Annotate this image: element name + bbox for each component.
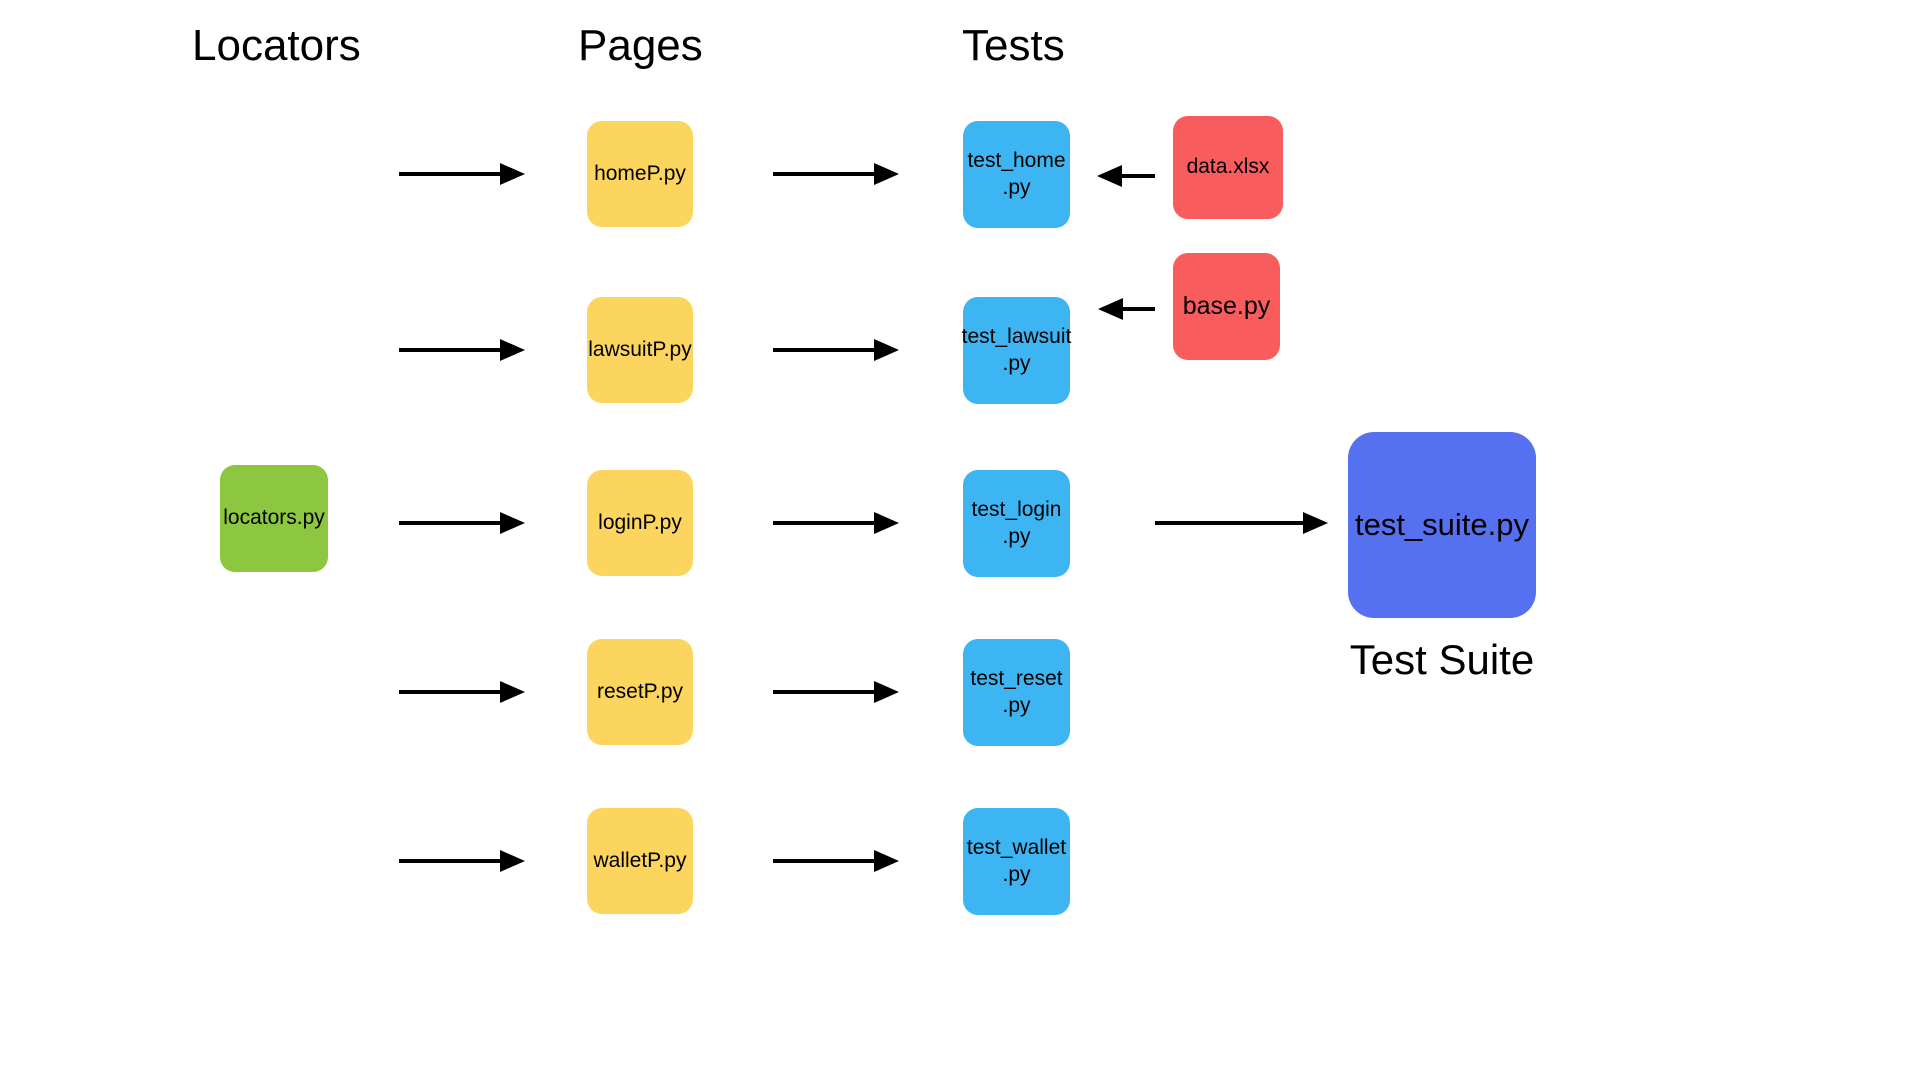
arrow-to-pages-row-4 (399, 681, 525, 703)
arrow-tests-to-suite (1155, 512, 1328, 534)
test-login-py-box: test_login .py (963, 470, 1070, 577)
test-reset-py-box: test_reset .py (963, 639, 1070, 746)
resetp-py-box: resetP.py (587, 639, 693, 745)
arrow-to-pages-row-5 (399, 850, 525, 872)
homep-py-box: homeP.py (587, 121, 693, 227)
arrow-to-pages-row-2 (399, 339, 525, 361)
locators-column-header: Locators (192, 21, 361, 70)
arrow-to-tests-row-4 (773, 681, 899, 703)
lawsuitp-py-box: lawsuitP.py (587, 297, 693, 403)
arrow-data-to-tests (1097, 165, 1155, 187)
arrow-to-tests-row-2 (773, 339, 899, 361)
loginp-py-box: loginP.py (587, 470, 693, 576)
test-lawsuit-py-box: test_lawsuit .py (962, 297, 1071, 404)
locators-py-box: locators.py (220, 465, 328, 572)
test-wallet-py-box: test_wallet .py (963, 808, 1070, 915)
tests-column-header: Tests (962, 21, 1065, 70)
arrow-to-pages-row-1 (399, 163, 525, 185)
arrow-to-pages-row-3 (399, 512, 525, 534)
test-home-py-box: test_home .py (963, 121, 1070, 228)
base-py-box: base.py (1173, 253, 1280, 360)
arrow-to-tests-row-1 (773, 163, 899, 185)
data-xlsx-box: data.xlsx (1173, 116, 1283, 219)
test-suite-py-box: test_suite.py (1348, 432, 1536, 618)
pages-column-header: Pages (578, 21, 703, 70)
arrow-to-tests-row-5 (773, 850, 899, 872)
arrow-base-to-tests (1098, 298, 1155, 320)
arrow-to-tests-row-3 (773, 512, 899, 534)
walletp-py-box: walletP.py (587, 808, 693, 914)
test-suite-caption: Test Suite (1349, 636, 1535, 683)
